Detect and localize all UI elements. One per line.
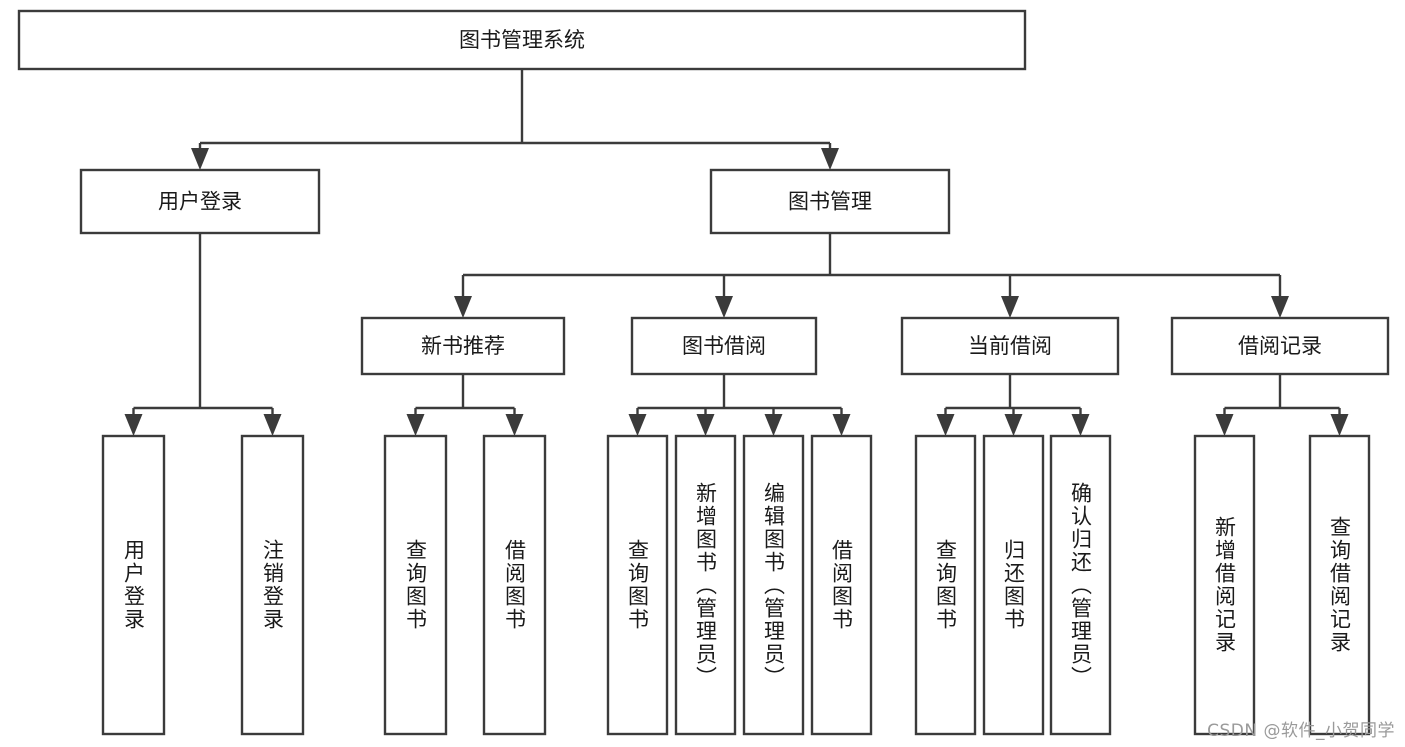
- arrow-down-icon: [124, 414, 143, 436]
- node-leaf-leaf-confirm-return-admin[interactable]: [1049, 434, 1112, 736]
- node-label-user-login: 用户登录: [158, 190, 242, 214]
- arrow-down-icon: [1071, 414, 1090, 436]
- node-leaf-leaf-edit-book-admin[interactable]: [742, 434, 805, 736]
- node-leaf-leaf-add-borrow-record[interactable]: [1193, 434, 1256, 736]
- node-label-new-book-recommend: 新书推荐: [421, 334, 505, 358]
- node-label-book-borrow: 图书借阅: [682, 334, 766, 358]
- arrow-down-icon: [715, 296, 733, 318]
- node-level2-new-book-recommend[interactable]: [360, 316, 566, 376]
- arrow-down-icon: [406, 414, 425, 436]
- node-leaf-leaf-query-book-borrow[interactable]: [606, 434, 669, 736]
- arrow-down-icon: [936, 414, 955, 436]
- arrow-down-icon: [821, 148, 839, 170]
- node-leaf-leaf-borrow-book[interactable]: [810, 434, 873, 736]
- node-root-root[interactable]: [17, 9, 1027, 71]
- arrow-down-icon: [696, 414, 715, 436]
- node-leaf-leaf-borrow-book-recommend[interactable]: [482, 434, 547, 736]
- watermark-text: CSDN @软件_小贺同学: [1207, 721, 1395, 741]
- node-level2-borrow-record[interactable]: [1170, 316, 1390, 376]
- arrow-down-icon: [505, 414, 524, 436]
- node-leaf-leaf-query-book-recommend[interactable]: [383, 434, 448, 736]
- arrow-down-icon: [1330, 414, 1349, 436]
- arrow-down-icon: [1215, 414, 1234, 436]
- arrow-down-icon: [263, 414, 282, 436]
- node-level1-user-login[interactable]: [79, 168, 321, 235]
- node-leaf-leaf-query-borrow-record[interactable]: [1308, 434, 1371, 736]
- arrow-down-icon: [764, 414, 783, 436]
- arrow-down-icon: [1001, 296, 1019, 318]
- node-leaf-leaf-return-book[interactable]: [982, 434, 1045, 736]
- arrow-down-icon: [1271, 296, 1289, 318]
- node-label-current-borrow: 当前借阅: [968, 334, 1052, 358]
- arrow-down-icon: [1004, 414, 1023, 436]
- arrow-down-icon: [832, 414, 851, 436]
- node-label-borrow-record: 借阅记录: [1238, 334, 1322, 358]
- node-level1-book-manage[interactable]: [709, 168, 951, 235]
- node-leaf-leaf-user-login[interactable]: [101, 434, 166, 736]
- connectors-layer: [124, 69, 1349, 436]
- node-level2-book-borrow[interactable]: [630, 316, 818, 376]
- node-leaf-leaf-logout-login[interactable]: [240, 434, 305, 736]
- node-level2-current-borrow[interactable]: [900, 316, 1120, 376]
- node-leaf-leaf-query-book-current[interactable]: [914, 434, 977, 736]
- node-label-book-manage: 图书管理: [788, 190, 872, 214]
- node-leaf-leaf-add-book-admin[interactable]: [674, 434, 737, 736]
- boxes-layer: [17, 9, 1390, 736]
- node-label-root: 图书管理系统: [459, 28, 585, 52]
- arrow-down-icon: [191, 148, 209, 170]
- arrow-down-icon: [628, 414, 647, 436]
- arrow-down-icon: [454, 296, 472, 318]
